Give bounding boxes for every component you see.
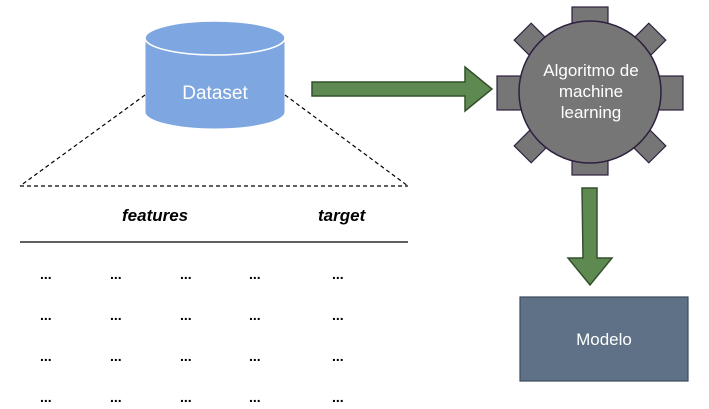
dataset-cylinder xyxy=(144,20,286,130)
algorithm-label-line-2: machine xyxy=(558,82,624,101)
arrow-algorithm-to-model xyxy=(566,187,614,287)
table-cell: ... xyxy=(249,389,261,405)
table-cell: ... xyxy=(40,307,52,323)
dashed-line-left xyxy=(19,94,146,187)
table-cell: ... xyxy=(40,348,52,364)
table-cell: ... xyxy=(110,266,122,282)
model-label: Modelo xyxy=(576,330,632,349)
table-cell: ... xyxy=(249,307,261,323)
dashed-line-right xyxy=(284,94,409,187)
algorithm-label-line-3: learning xyxy=(560,103,622,122)
table-cell: ... xyxy=(249,266,261,282)
table-cell: ... xyxy=(332,389,344,405)
table-cell: ... xyxy=(180,266,192,282)
table-cell: ... xyxy=(40,266,52,282)
dataset-cylinder-body xyxy=(144,37,286,130)
column-header-target: target xyxy=(318,206,366,225)
table-cell: ... xyxy=(40,389,52,405)
table-cell: ... xyxy=(332,266,344,282)
dataset-label: Dataset xyxy=(182,83,248,104)
table-cell: ... xyxy=(249,348,261,364)
model-box xyxy=(519,296,689,382)
table-cell: ... xyxy=(180,389,192,405)
arrow-dataset-to-algorithm xyxy=(311,65,494,113)
dataset-cylinder-top xyxy=(144,20,286,56)
algorithm-gear xyxy=(496,6,684,176)
table-cell: ... xyxy=(110,348,122,364)
gear-tooth-left xyxy=(496,75,522,111)
table-cell: ... xyxy=(110,389,122,405)
table-cell: ... xyxy=(332,307,344,323)
algorithm-label: Algoritmo de machine learning xyxy=(522,60,660,123)
gear-tooth-right xyxy=(658,75,684,111)
algorithm-label-line-1: Algoritmo de xyxy=(543,61,639,80)
column-header-features: features xyxy=(122,206,189,225)
table-cell: ... xyxy=(332,348,344,364)
table-cell: ... xyxy=(180,307,192,323)
gear-body xyxy=(518,20,662,164)
table-cell: ... xyxy=(180,348,192,364)
table-cell: ... xyxy=(110,307,122,323)
